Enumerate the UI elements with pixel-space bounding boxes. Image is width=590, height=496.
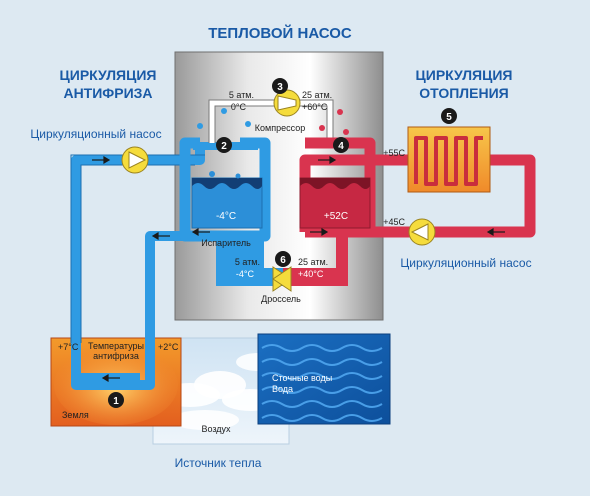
compressor-right-temp: +60°С bbox=[302, 102, 328, 112]
marker-1: 1 bbox=[108, 392, 124, 408]
compressor-right-pressure: 25 атм. bbox=[302, 90, 332, 100]
svg-text:2: 2 bbox=[221, 141, 227, 152]
diagram-title: ТЕПЛОВОЙ НАСОС bbox=[208, 24, 352, 42]
left-pump-label: Циркуляционный насос bbox=[30, 127, 161, 141]
marker-2: 2 bbox=[216, 137, 232, 153]
compressor-label: Компрессор bbox=[255, 123, 305, 133]
svg-text:3: 3 bbox=[277, 82, 283, 93]
svg-text:5: 5 bbox=[446, 112, 452, 123]
radiator-icon bbox=[407, 126, 491, 193]
heating-return-temp: +45С bbox=[383, 217, 405, 227]
water-source bbox=[257, 333, 391, 425]
compressor-symbol bbox=[273, 89, 301, 117]
right-heading-line2: ОТОПЛЕНИЯ bbox=[419, 85, 508, 101]
left-heading-line2: АНТИФРИЗА bbox=[63, 85, 152, 101]
ground-caption-line1: Температуры bbox=[88, 341, 144, 351]
marker-5: 5 bbox=[441, 108, 457, 124]
ground-caption-line2: антифриза bbox=[93, 351, 139, 361]
svg-text:1: 1 bbox=[113, 396, 119, 407]
evaporator-label: Испаритель bbox=[201, 238, 251, 248]
refrigerant-lines bbox=[209, 100, 333, 143]
throttle-right-temp: +40°С bbox=[298, 269, 324, 279]
throttle-label: Дроссель bbox=[261, 294, 301, 304]
marker-3: 3 bbox=[272, 78, 288, 94]
compressor-left-pressure: 5 атм. bbox=[229, 90, 254, 100]
throttle-right-pressure: 25 атм. bbox=[298, 257, 328, 267]
condenser-coil bbox=[299, 137, 376, 232]
svg-text:6: 6 bbox=[280, 255, 286, 266]
flow-arrows bbox=[92, 155, 505, 383]
right-heading-line1: ЦИРКУЛЯЦИЯ bbox=[416, 67, 513, 83]
refrigerant-lines-outline bbox=[208, 99, 334, 143]
evaporator-temp: -4°С bbox=[216, 211, 236, 222]
air-label: Воздух bbox=[201, 424, 231, 434]
left-pump-icon bbox=[121, 146, 149, 174]
throttle-lines bbox=[216, 232, 348, 286]
throttle-valve-icon bbox=[272, 266, 292, 292]
ground-label: Земля bbox=[62, 410, 89, 420]
compressor-left-temp: 0°С bbox=[231, 102, 247, 112]
ground-temp-right: +2°С bbox=[158, 342, 179, 352]
left-heading-line1: ЦИРКУЛЯЦИЯ bbox=[60, 67, 157, 83]
antifreeze-loop-outline bbox=[70, 154, 205, 343]
ground-temp-left: +7°С bbox=[58, 342, 79, 352]
right-pump-icon bbox=[408, 218, 436, 246]
marker-4: 4 bbox=[333, 137, 349, 153]
svg-text:4: 4 bbox=[338, 141, 344, 152]
heating-supply-temp: +55С bbox=[383, 148, 405, 158]
right-pump-label: Циркуляционный насос bbox=[400, 256, 531, 270]
water-label-line2: Вода bbox=[272, 384, 293, 394]
condenser-temp: +52С bbox=[324, 211, 348, 222]
throttle-left-temp: -4°С bbox=[236, 269, 255, 279]
refrigerant-dots bbox=[197, 108, 349, 135]
water-label-line1: Сточные воды bbox=[272, 373, 332, 383]
heat-source-label: Источник тепла bbox=[175, 456, 262, 470]
throttle-left-pressure: 5 атм. bbox=[235, 257, 260, 267]
marker-6: 6 bbox=[275, 251, 291, 267]
